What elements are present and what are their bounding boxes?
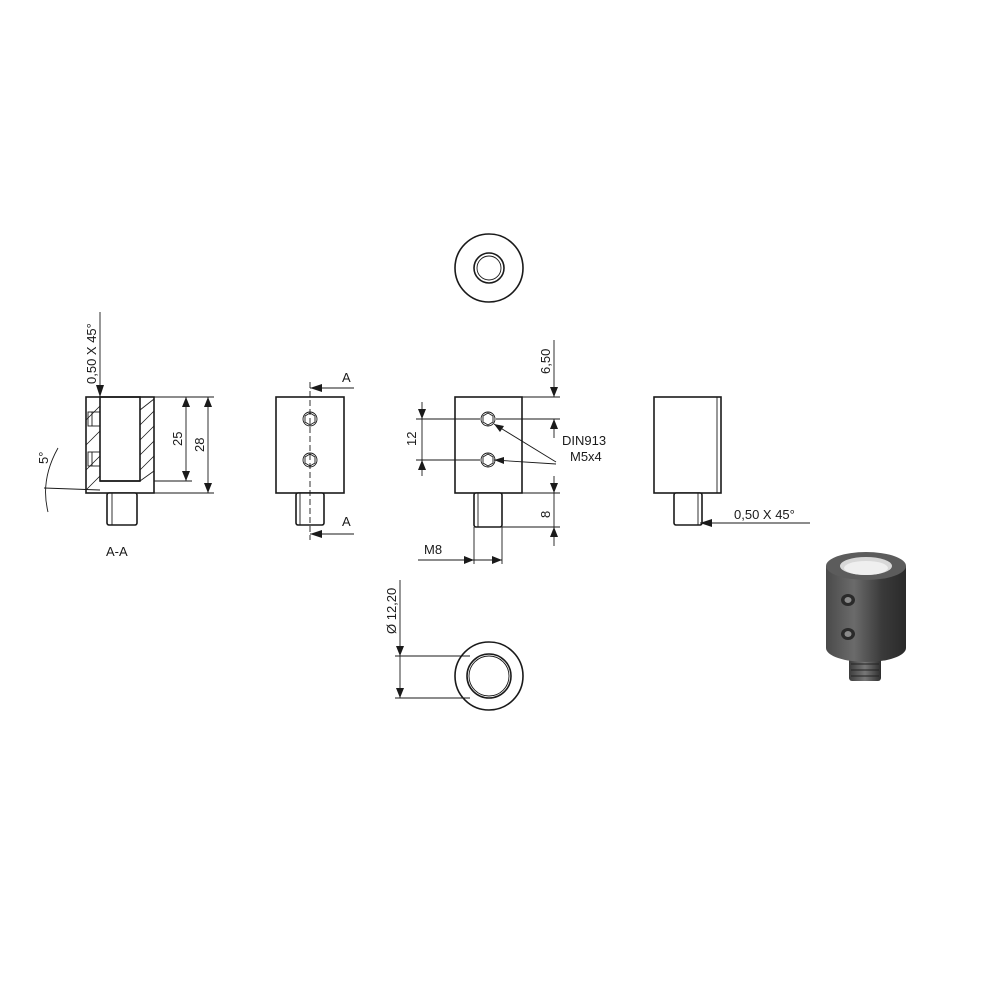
dim-6-50-label: 6,50 bbox=[538, 349, 553, 374]
section-hatch-right bbox=[139, 398, 155, 482]
chamfer-right-label: 0,50 X 45° bbox=[734, 507, 795, 522]
right-side-view: 0,50 X 45° bbox=[653, 396, 810, 527]
bottom-view: Ø 12,20 bbox=[384, 580, 524, 711]
dim-25-label: 25 bbox=[170, 432, 185, 446]
din-spec-line2: M5x4 bbox=[570, 449, 602, 464]
part-3d-render bbox=[826, 552, 906, 681]
dim-28-label: 28 bbox=[192, 438, 207, 452]
angle-label: 5° bbox=[36, 452, 51, 464]
dim-diameter-label: Ø 12,20 bbox=[384, 588, 399, 634]
chamfer-top-label: 0,50 X 45° bbox=[84, 323, 99, 384]
dim-8-label: 8 bbox=[538, 511, 553, 518]
section-a-a-view: 5° 0,50 X 45° 25 28 A-A bbox=[36, 312, 214, 559]
section-name-label: A-A bbox=[106, 544, 128, 559]
thread-m8-label: M8 bbox=[424, 542, 442, 557]
top-view bbox=[454, 233, 524, 303]
front-view: 6,50 12 DIN913 M5x4 8 M8 bbox=[404, 340, 606, 564]
section-arrow-top-label: A bbox=[342, 370, 351, 385]
din-spec-line1: DIN913 bbox=[562, 433, 606, 448]
dim-12-label: 12 bbox=[404, 432, 419, 446]
section-arrow-bottom-label: A bbox=[342, 514, 351, 529]
side-view-section-line: A A bbox=[275, 370, 354, 540]
